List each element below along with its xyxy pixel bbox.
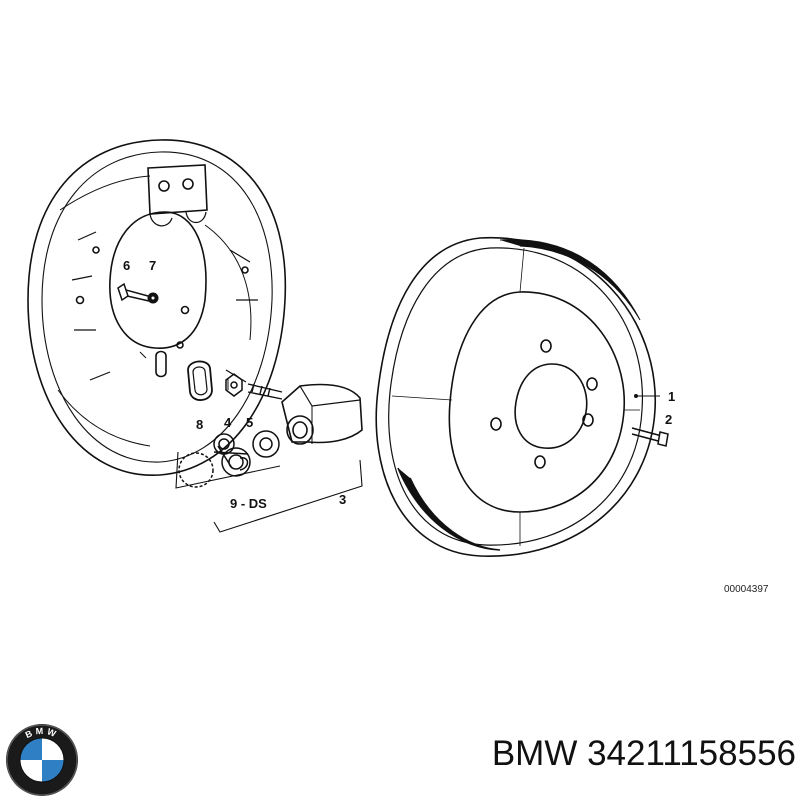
brake-backing-plate bbox=[27, 139, 287, 476]
leader-lines bbox=[227, 378, 660, 398]
boot-part-9 bbox=[178, 430, 280, 488]
callout-9-ds: 9 - DS bbox=[230, 496, 267, 511]
bmw-roundel-icon: BMW bbox=[6, 724, 78, 796]
callout-1: 1 bbox=[668, 389, 675, 404]
logo-lettering: BMW bbox=[24, 726, 60, 740]
callout-7: 7 bbox=[149, 258, 156, 273]
product-part-number: BMW 34211158556 bbox=[491, 734, 796, 773]
callout-5: 5 bbox=[246, 415, 253, 430]
callout-4: 4 bbox=[224, 415, 232, 430]
callout-8: 8 bbox=[196, 417, 203, 432]
callout-3: 3 bbox=[339, 492, 346, 507]
reference-code: 00004397 bbox=[724, 584, 769, 595]
bolt-part-6 bbox=[117, 282, 150, 302]
washer-part-7 bbox=[147, 292, 159, 304]
callout-2: 2 bbox=[665, 412, 672, 427]
brake-drum-part-1 bbox=[375, 237, 656, 557]
bolt-part-2 bbox=[631, 427, 669, 447]
assembly-brackets bbox=[175, 451, 363, 533]
wheel-cylinder-part-3 bbox=[281, 383, 363, 445]
gasket-part-8 bbox=[187, 360, 213, 401]
bleed-screw-part-4 bbox=[225, 373, 243, 397]
valve-part-5 bbox=[247, 383, 283, 400]
callout-6: 6 bbox=[123, 258, 130, 273]
